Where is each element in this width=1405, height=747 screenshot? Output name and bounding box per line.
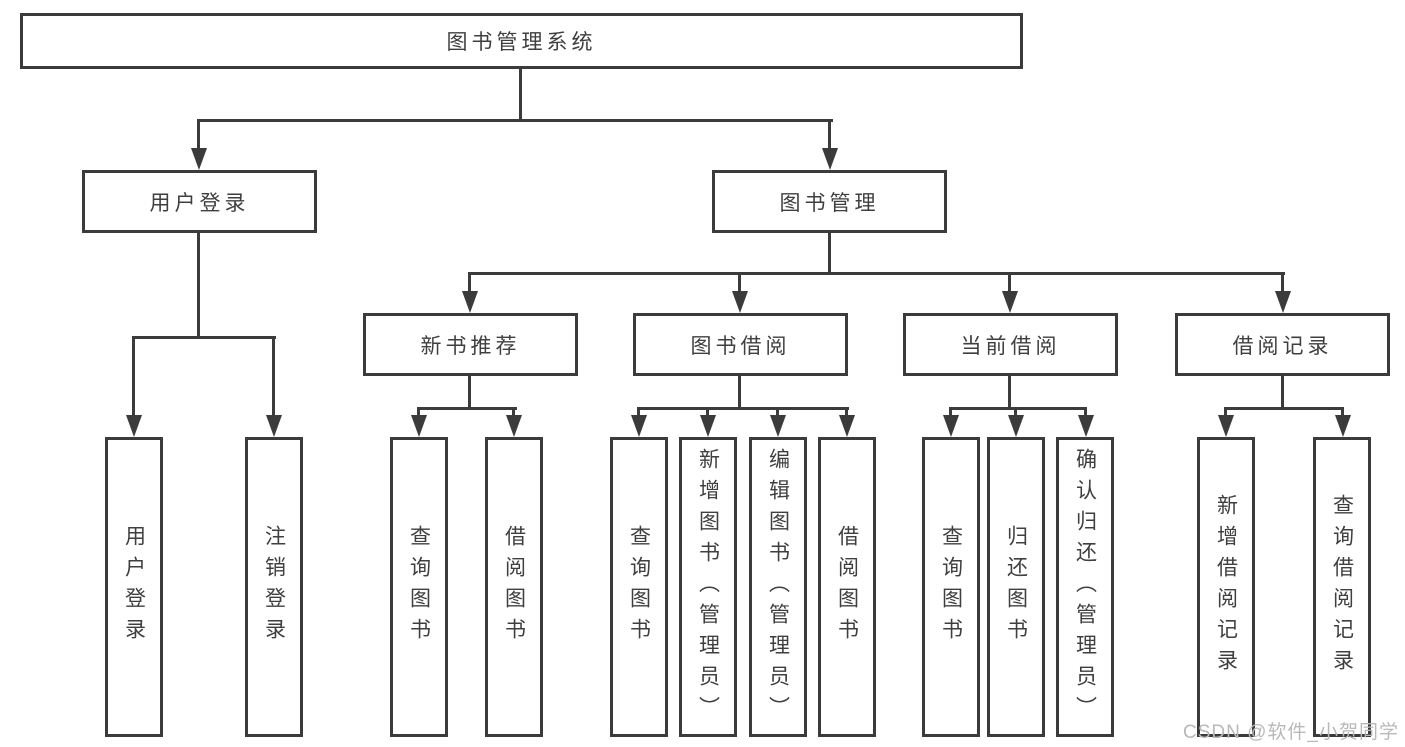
connector-hline [197, 119, 833, 122]
connector-vline [468, 376, 471, 410]
leaf-label: 用户登录 [122, 525, 146, 649]
connector-vline [468, 272, 471, 294]
arrowhead-down-icon [462, 291, 478, 313]
leaf-label: 编辑图书（管理员） [766, 447, 790, 727]
arrowhead-down-icon [1335, 415, 1351, 437]
leaf-edit-book-admin: 编辑图书（管理员） [749, 437, 807, 737]
leaf-borrow-book: 借阅图书 [818, 437, 876, 737]
node-current-borrow: 当前借阅 [903, 313, 1118, 376]
connector-vline [1281, 376, 1284, 410]
arrowhead-down-icon [732, 291, 748, 313]
leaf-label: 借阅图书 [835, 525, 859, 649]
arrowhead-down-icon [506, 415, 522, 437]
arrowhead-down-icon [700, 415, 716, 437]
leaf-query-book-current: 查询图书 [922, 437, 980, 737]
node-user-login: 用户登录 [82, 170, 317, 233]
connector-hline [949, 407, 1087, 410]
connector-vline [1224, 407, 1227, 419]
arrowhead-down-icon [1008, 415, 1024, 437]
connector-vline [197, 119, 200, 152]
leaf-query-borrow-record: 查询借阅记录 [1313, 437, 1371, 737]
connector-hline [637, 407, 849, 410]
arrowhead-down-icon [822, 148, 838, 170]
leaf-label: 借阅图书 [502, 525, 526, 649]
connector-vline [1281, 272, 1284, 294]
node-borrow-records: 借阅记录 [1175, 313, 1390, 376]
arrowhead-down-icon [411, 415, 427, 437]
leaf-add-book-admin: 新增图书（管理员） [679, 437, 737, 737]
connector-vline [417, 407, 420, 419]
connector-vline [845, 407, 848, 419]
connector-vline [132, 336, 135, 418]
connector-vline [1008, 272, 1011, 294]
connector-vline [272, 336, 275, 418]
connector-hline [1224, 407, 1344, 410]
connector-vline [1341, 407, 1344, 419]
arrowhead-down-icon [770, 415, 786, 437]
leaf-confirm-return-admin: 确认归还（管理员） [1056, 437, 1114, 737]
leaf-borrow-book-recommend: 借阅图书 [485, 437, 543, 737]
connector-vline [512, 407, 515, 419]
connector-hline [132, 336, 276, 339]
arrowhead-down-icon [1002, 291, 1018, 313]
arrowhead-down-icon [943, 415, 959, 437]
leaf-label: 归还图书 [1004, 525, 1028, 649]
leaf-add-borrow-record: 新增借阅记录 [1197, 437, 1255, 737]
arrowhead-down-icon [839, 415, 855, 437]
leaf-label: 查询图书 [407, 525, 431, 649]
connector-vline [776, 407, 779, 419]
csdn-watermark: CSDN @软件_小贺同学 [1183, 722, 1399, 743]
connector-vline [738, 376, 741, 410]
connector-vline [1014, 407, 1017, 419]
connector-vline [949, 407, 952, 419]
leaf-label: 注销登录 [262, 525, 286, 649]
node-root: 图书管理系统 [20, 13, 1023, 69]
arrowhead-down-icon [191, 148, 207, 170]
node-book-borrow: 图书借阅 [633, 313, 848, 376]
leaf-label: 查询借阅记录 [1330, 494, 1354, 680]
connector-vline [828, 233, 831, 275]
arrowhead-down-icon [1078, 415, 1094, 437]
connector-vline [706, 407, 709, 419]
leaf-label: 新增借阅记录 [1214, 494, 1238, 680]
connector-vline [1008, 376, 1011, 410]
connector-vline [738, 272, 741, 294]
leaf-user-login: 用户登录 [105, 437, 163, 737]
leaf-label: 新增图书（管理员） [696, 447, 720, 727]
leaf-logout: 注销登录 [245, 437, 303, 737]
connector-vline [519, 69, 522, 119]
connector-vline [637, 407, 640, 419]
connector-vline [1084, 407, 1087, 419]
leaf-label: 查询图书 [627, 525, 651, 649]
node-new-book-recommend: 新书推荐 [363, 313, 578, 376]
arrowhead-down-icon [266, 415, 282, 437]
connector-vline [828, 119, 831, 152]
arrowhead-down-icon [631, 415, 647, 437]
node-book-management: 图书管理 [712, 170, 947, 233]
arrowhead-down-icon [1218, 415, 1234, 437]
leaf-label: 查询图书 [939, 525, 963, 649]
arrowhead-down-icon [1275, 291, 1291, 313]
leaf-query-book-recommend: 查询图书 [390, 437, 448, 737]
leaf-label: 确认归还（管理员） [1073, 447, 1097, 727]
connector-vline [197, 233, 200, 339]
connector-hline [417, 407, 517, 410]
connector-hline [468, 272, 1285, 275]
leaf-query-book-borrow: 查询图书 [610, 437, 668, 737]
leaf-return-book: 归还图书 [987, 437, 1045, 737]
arrowhead-down-icon [126, 415, 142, 437]
